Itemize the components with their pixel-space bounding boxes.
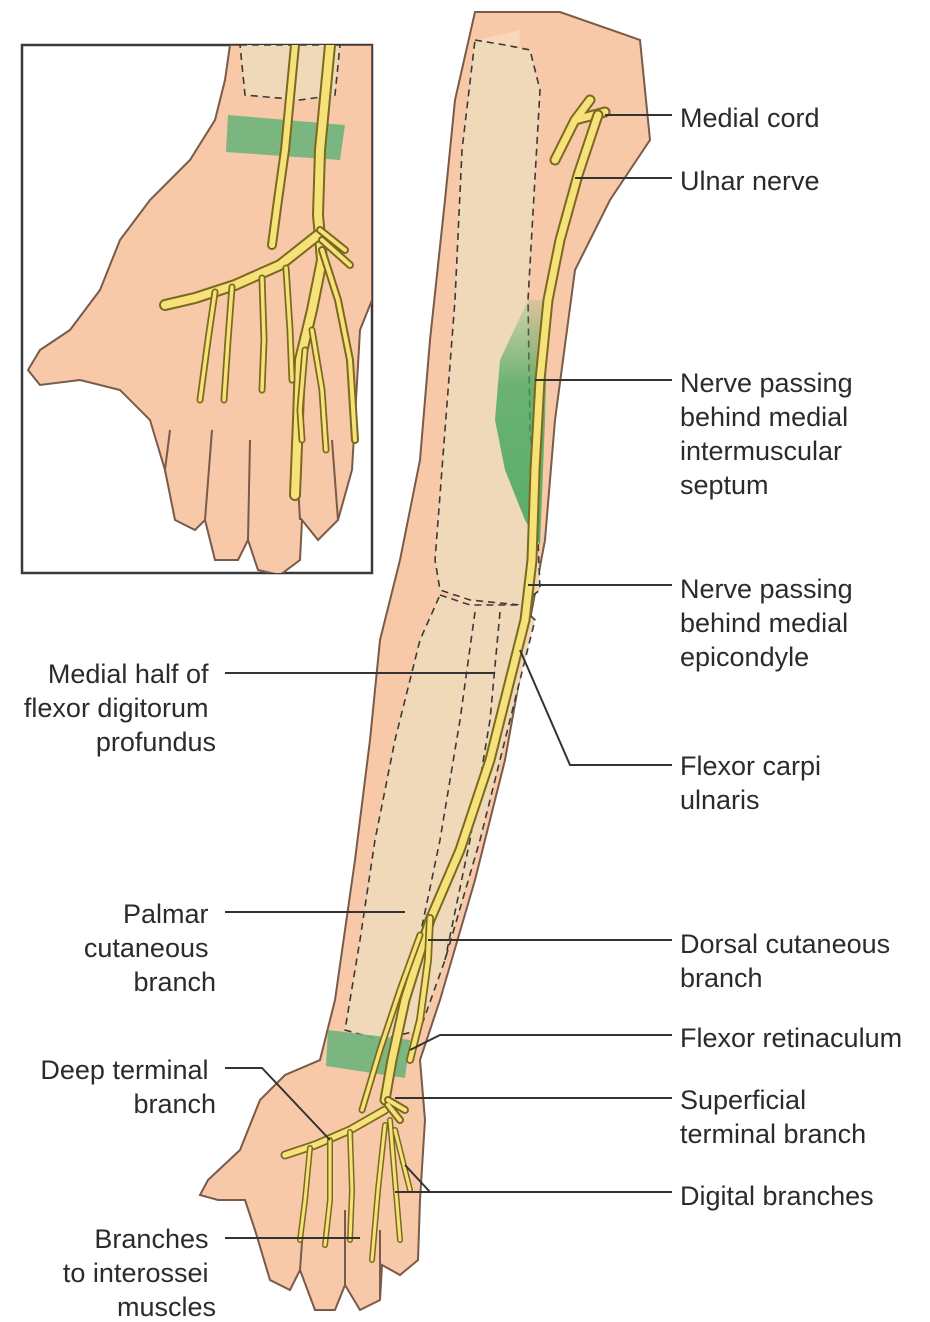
inset-hand-panel	[22, 45, 372, 575]
label-fcu: Flexor carpi ulnaris	[680, 751, 829, 815]
label-ulnar-nerve: Ulnar nerve	[680, 166, 820, 196]
label-fdp: Medial half of flexor digitorum profundu…	[24, 659, 216, 757]
labels-right: Medial cord Ulnar nerve Nerve passing be…	[680, 103, 902, 1211]
label-interossei: Branches to interossei muscles	[63, 1224, 216, 1322]
label-digital-branches: Digital branches	[680, 1181, 874, 1211]
label-palmar-cutaneous: Palmar cutaneous branch	[84, 899, 216, 997]
label-medial-cord: Medial cord	[680, 103, 820, 133]
label-flexor-retinaculum: Flexor retinaculum	[680, 1023, 902, 1053]
label-dorsal-cutaneous: Dorsal cutaneous branch	[680, 929, 898, 993]
label-septum: Nerve passing behind medial intermuscula…	[680, 368, 860, 500]
label-epicondyle: Nerve passing behind medial epicondyle	[680, 574, 860, 672]
label-deep-terminal: Deep terminal branch	[40, 1055, 216, 1119]
label-superficial-terminal: Superficial terminal branch	[680, 1085, 866, 1149]
labels-left: Medial half of flexor digitorum profundu…	[24, 659, 216, 1322]
